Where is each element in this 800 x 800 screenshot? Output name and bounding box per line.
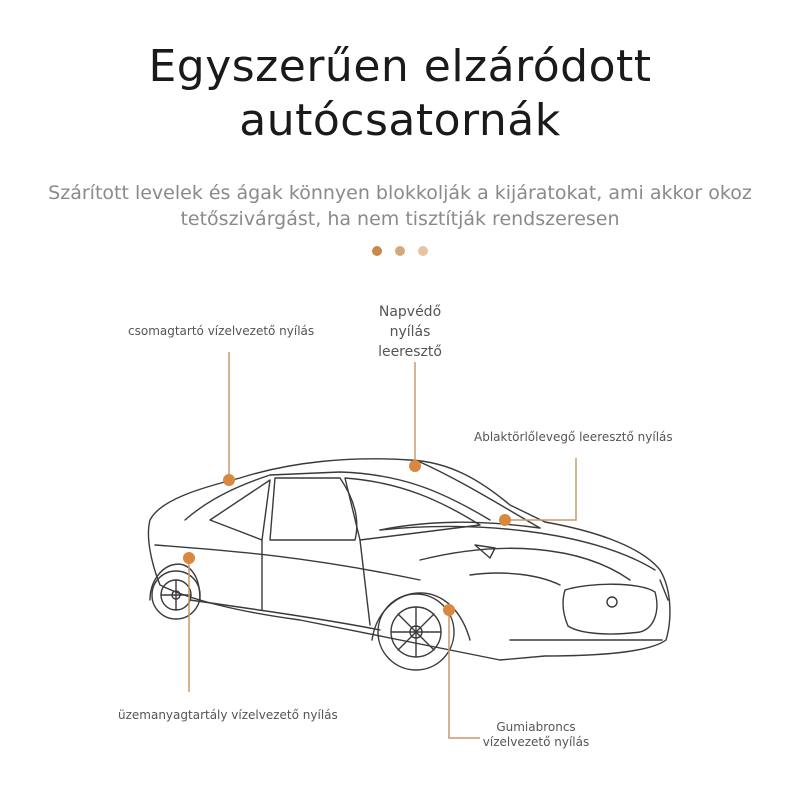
label-fuel-drain: üzemanyagtartály vízelvezető nyílás bbox=[118, 708, 338, 722]
label-sunroof-line-2: nyílás bbox=[389, 324, 431, 340]
marker-tire bbox=[443, 604, 455, 616]
hood-line bbox=[379, 525, 656, 571]
subtitle-line-2: tetőszivárgást, ha nem tisztítják rendsz… bbox=[180, 208, 620, 230]
roof-line bbox=[184, 471, 491, 521]
page-subtitle: Szárított levelek és ágak könnyen blokko… bbox=[20, 180, 780, 232]
label-tire-line-1: Gumiabroncs bbox=[496, 720, 576, 734]
page-title: Egyszerűen elzáródott autócsatornák bbox=[0, 40, 800, 148]
headlight-right bbox=[659, 579, 669, 601]
title-line-2: autócsatornák bbox=[239, 95, 561, 146]
subtitle-line-1: Szárított levelek és ágak könnyen blokko… bbox=[48, 182, 752, 204]
drain-markers bbox=[183, 460, 511, 616]
front-emblem bbox=[606, 596, 618, 608]
hood-crease bbox=[419, 547, 631, 581]
rear-window bbox=[209, 479, 271, 541]
label-sunroof-drain: Napvédő nyílás leeresztő bbox=[360, 302, 460, 362]
marker-sunroof bbox=[409, 460, 421, 472]
title-line-1: Egyszerűen elzáródott bbox=[148, 41, 652, 92]
windshield-base bbox=[379, 521, 541, 531]
front-wheel-spokes bbox=[390, 606, 442, 658]
rear-wheel-spokes bbox=[160, 579, 192, 611]
decorative-dots bbox=[372, 246, 432, 256]
marker-trunk bbox=[223, 474, 235, 486]
marker-fuel bbox=[183, 552, 195, 564]
sill-line bbox=[189, 599, 381, 631]
rear-door-window bbox=[269, 477, 358, 541]
leader-lines bbox=[188, 352, 577, 739]
label-trunk-drain: csomagtartó vízelvezető nyílás bbox=[128, 324, 315, 338]
dot-1 bbox=[372, 246, 382, 256]
door-front-edge bbox=[359, 539, 371, 626]
car-illustration bbox=[147, 458, 671, 671]
marker-wiper bbox=[499, 514, 511, 526]
label-wiper-drain: Ablaktörlőlevegő leeresztő nyílás bbox=[474, 430, 673, 444]
dot-3 bbox=[418, 246, 428, 256]
front-wheel-arch bbox=[371, 592, 471, 641]
label-sunroof-line-1: Napvédő bbox=[378, 304, 442, 320]
leader-wiper bbox=[505, 458, 577, 521]
shoulder-line bbox=[154, 544, 421, 581]
label-tire-drain: Gumiabroncs vízelvezető nyílás bbox=[470, 720, 602, 750]
windshield-top bbox=[419, 461, 541, 529]
rear-wheel-tire bbox=[151, 570, 201, 620]
leader-tire bbox=[448, 610, 480, 739]
front-wheel-tire bbox=[377, 593, 455, 671]
label-tire-line-2: vízelvezető nyílás bbox=[482, 735, 590, 749]
front-door-window bbox=[344, 477, 481, 541]
headlight-left bbox=[469, 572, 561, 586]
side-mirror bbox=[474, 544, 496, 559]
dot-2 bbox=[395, 246, 405, 256]
car-body-outline bbox=[147, 458, 671, 661]
front-grille bbox=[562, 583, 658, 635]
label-sunroof-line-3: leeresztő bbox=[378, 344, 442, 360]
